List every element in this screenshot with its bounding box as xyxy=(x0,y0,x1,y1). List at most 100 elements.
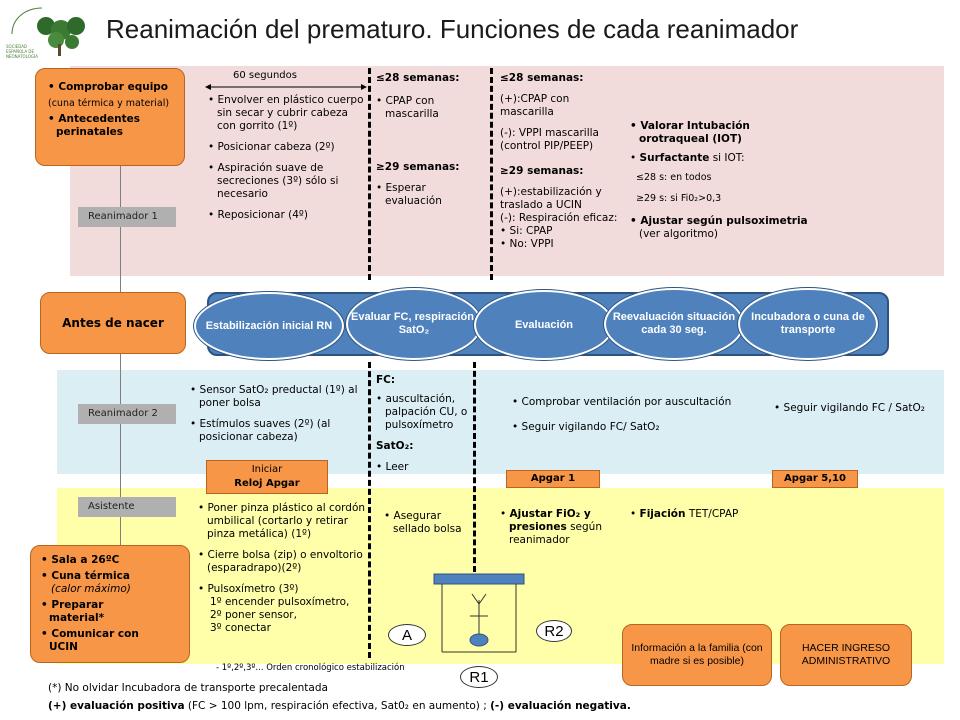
comprobar-equipo-box: • Comprobar equipo (cuna térmica y mater… xyxy=(35,68,185,166)
r1-step-aspiracion: Aspiración suave de secreciones (3º) sól… xyxy=(208,162,368,201)
sixty-seconds-label: 60 segundos xyxy=(233,70,297,81)
double-arrow-icon xyxy=(205,84,367,90)
asist-col2: Asegurar sellado bolsa xyxy=(384,510,474,544)
flow-step-reevaluacion: Reevaluación situación cada 30 seg. xyxy=(604,288,744,360)
footer-positive: (+) evaluación positiva xyxy=(48,700,185,712)
asist-step-pulsoximetro: Pulsoxímetro (3º) xyxy=(198,583,368,596)
logo-text: SOCIEDAD ESPAÑOLA DE NEONATOLOGÍA xyxy=(6,44,38,59)
footer-note-1: (*) No olvidar Incubadora de transporte … xyxy=(48,682,328,694)
footer-note-2: (+) evaluación positiva (FC > 100 lpm, r… xyxy=(48,700,631,712)
logo: SOCIEDAD ESPAÑOLA DE NEONATOLOGÍA xyxy=(6,4,92,60)
orden-note: - 1º,2º,3º... Orden cronológico estabili… xyxy=(216,663,405,673)
r1-col2-item2: • Esperar evaluación xyxy=(376,182,442,207)
r2-col1: Sensor SatO₂ preductal (1º) al poner bol… xyxy=(190,384,368,452)
r1-col4-algoritmo: (ver algoritmo) xyxy=(639,228,718,240)
reanimador1-label: Reanimador 1 xyxy=(78,207,176,227)
r1-col4-ajustar: • Ajustar según pulsoximetria xyxy=(630,215,808,227)
calor-maximo-note: (calor máximo) xyxy=(51,583,131,595)
apgar1-badge: Apgar 1 xyxy=(506,470,600,488)
r1-col4-iot: • Valorar Intubación orotraqueal (IOT) xyxy=(630,120,750,145)
comunicar-ucin-item: • Comunicar con UCIN xyxy=(41,628,139,653)
r1-step-posicionar: Posicionar cabeza (2º) xyxy=(208,141,368,154)
divider-2 xyxy=(490,68,493,280)
sala-item: • Sala a 26ºC xyxy=(41,554,120,566)
r1-step-reposicionar: Reposicionar (4º) xyxy=(208,209,368,222)
r2-position: R2 xyxy=(536,620,572,642)
r1-col1: Envolver en plástico cuerpo sin secar y … xyxy=(208,94,368,230)
r2-sat-item: • Leer xyxy=(376,461,409,473)
comprobar-equipo-item: • Comprobar equipo xyxy=(48,81,169,93)
r1-col4-ge29: ≥29 s: si Fi0₂>0,3 xyxy=(636,193,722,204)
r1-col4-le28: ≤28 s: en todos xyxy=(636,172,712,183)
divider-4 xyxy=(473,362,476,572)
preparar-material-item: • Preparar material* xyxy=(41,599,105,624)
cuna-termica-item: • Cuna térmica xyxy=(41,570,130,582)
footer-negative: (-) evaluación negativa. xyxy=(490,700,631,712)
r2-col3: Comprobar ventilación por auscultación S… xyxy=(512,396,782,442)
footer-criteria: (FC > 100 lpm, respiración efectiva, Sat… xyxy=(184,700,491,712)
r1-col3-no: • No: VPPI xyxy=(500,238,554,250)
divider-3 xyxy=(368,362,371,658)
puls-sub-1: 1º encender pulsoxímetro, xyxy=(210,596,350,608)
left-timeline-line xyxy=(120,165,121,575)
r2-col4: Seguir vigilando FC / SatO₂ xyxy=(774,402,934,423)
reloj-apgar-label: Reloj Apgar xyxy=(234,478,300,489)
flow-step-incubadora: Incubadora o cuna de transporte xyxy=(738,288,878,360)
r1-col3-si: • Si: CPAP xyxy=(500,225,553,237)
tree-logo-icon xyxy=(11,7,85,56)
r1-col3-respiracion: (-): Respiración eficaz: xyxy=(500,212,618,224)
antecedentes-item: • Antecedentes perinatales xyxy=(48,113,140,138)
r1-col3-heading2: ≥29 semanas: xyxy=(500,165,584,177)
r1-col3: ≤28 semanas: (+):CPAP con mascarilla (-)… xyxy=(500,72,625,251)
r2-step-sensor: Sensor SatO₂ preductal (1º) al poner bol… xyxy=(190,384,368,410)
asist-step-ajustar: • Ajustar FiO₂ y presiones según reanima… xyxy=(500,508,602,546)
asist-col1: Poner pinza plástico al cordón umbilical… xyxy=(198,502,368,635)
flow-step-evaluacion: Evaluación xyxy=(474,290,614,360)
informacion-familia-box: Información a la familia (con madre si e… xyxy=(622,624,772,686)
r2-step-estimulos: Estímulos suaves (2º) (al posicionar cab… xyxy=(190,418,368,444)
r1-step-envolver: Envolver en plástico cuerpo sin secar y … xyxy=(208,94,368,133)
flow-step-estabilizacion: Estabilización inicial RN xyxy=(194,292,344,360)
antes-de-nacer-box: Antes de nacer xyxy=(40,292,186,354)
r1-col2-heading2: ≥29 semanas: xyxy=(376,161,460,173)
asist-col3: • Ajustar FiO₂ y presiones según reanima… xyxy=(500,508,620,547)
r2-step-ventilacion: Comprobar ventilación por auscultación xyxy=(512,396,782,409)
r1-col2: ≤28 semanas: • CPAP con mascarilla ≥29 s… xyxy=(376,72,486,208)
room-layout-icon xyxy=(433,573,525,653)
r1-col4: • Valorar Intubación orotraqueal (IOT) •… xyxy=(630,120,810,241)
cuna-material-note: (cuna térmica y material) xyxy=(48,98,170,109)
asistente-label: Asistente xyxy=(78,497,176,517)
reanimador2-label: Reanimador 2 xyxy=(78,404,176,424)
apgar5-badge: Apgar 5,10 xyxy=(772,470,858,488)
asist-step-fijacion: • Fijación TET/CPAP xyxy=(630,508,739,520)
puls-sub-3: 3º conectar xyxy=(210,622,271,634)
r1-position: R1 xyxy=(460,666,498,688)
puls-sub-2: 2º poner sensor, xyxy=(210,609,297,621)
asist-step-sellado: Asegurar sellado bolsa xyxy=(384,510,474,536)
iniciar-label: Iniciar xyxy=(251,464,283,475)
asist-step-pinza: Poner pinza plástico al cordón umbilical… xyxy=(198,502,368,541)
r2-step-seguir-vigilando: Seguir vigilando FC / SatO₂ xyxy=(774,402,934,415)
page-title: Reanimación del prematuro. Funciones de … xyxy=(106,14,799,44)
r2-sat-heading: SatO₂: xyxy=(376,440,414,452)
assistant-position: A xyxy=(388,624,426,646)
r2-fc-heading: FC: xyxy=(376,374,396,386)
flow-step-evaluar: Evaluar FC, respiración, SatO₂ xyxy=(346,288,482,360)
divider-1 xyxy=(368,68,371,280)
r2-fc-item: • auscultación, palpación CU, o pulsoxím… xyxy=(376,393,468,431)
r1-col3-negative: (-): VPPI mascarilla (control PIP/PEEP) xyxy=(500,127,599,152)
r2-step-vigilando: Seguir vigilando FC/ SatO₂ xyxy=(512,421,782,434)
r2-col2: FC: • auscultación, palpación CU, o puls… xyxy=(376,374,474,474)
antes-de-nacer-label: Antes de nacer xyxy=(62,315,164,330)
preparacion-box: • Sala a 26ºC • Cuna térmica (calor máxi… xyxy=(30,545,190,663)
r1-col3-positive: (+):CPAP con mascarilla xyxy=(500,93,570,118)
sixty-seconds-arrow: 60 segundos xyxy=(205,70,367,92)
iniciar-reloj-box: Iniciar Reloj Apgar xyxy=(206,460,328,494)
room-schematic xyxy=(392,570,562,690)
r1-col3-heading1: ≤28 semanas: xyxy=(500,72,584,84)
ingreso-administrativo-box: HACER INGRESO ADMINISTRATIVO xyxy=(780,624,912,686)
asist-step-cierre: Cierre bolsa (zip) o envoltorio (esparad… xyxy=(198,549,368,575)
r1-col4-surfactante: • Surfactante si IOT: xyxy=(630,152,745,164)
asist-col4: • Fijación TET/CPAP xyxy=(630,508,780,521)
r1-col2-heading1: ≤28 semanas: xyxy=(376,72,460,84)
